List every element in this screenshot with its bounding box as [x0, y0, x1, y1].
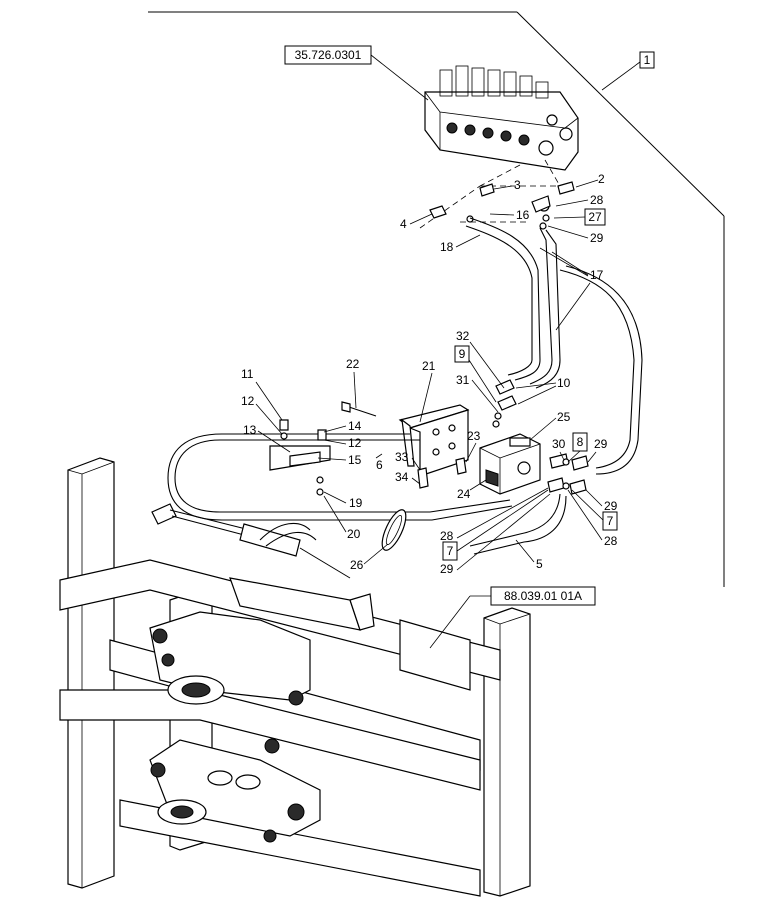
mast-frame: [59, 457, 531, 897]
dashed-routing: [419, 159, 565, 229]
callout-11: 11: [241, 367, 254, 381]
callout-32: 32: [456, 329, 470, 343]
callout-13: 13: [243, 423, 257, 437]
frame-reference-text: 88.039.01 01A: [504, 589, 582, 603]
frame-reference-label: 88.039.01 01A: [429, 586, 596, 649]
callout-10: 10: [557, 376, 571, 390]
callout-25: 25: [557, 410, 571, 424]
callout-34: 34: [395, 470, 409, 484]
svg-text:7: 7: [447, 544, 454, 558]
svg-text:7: 7: [607, 514, 614, 528]
callout-31: 31: [456, 373, 470, 387]
callout-28-top: 28: [590, 193, 604, 207]
control-valve: [424, 65, 579, 171]
callout-5: 5: [536, 557, 543, 571]
boxed-number-1: 1: [644, 53, 651, 67]
callout-12-a: 12: [241, 394, 255, 408]
callout-6: 6: [376, 458, 383, 472]
group-bracket: [148, 11, 725, 587]
callout-21: 21: [422, 359, 436, 373]
fittings-top: [429, 181, 575, 230]
callout-29-top: 29: [590, 231, 604, 245]
callout-24: 24: [457, 487, 471, 501]
valve-block-25: [479, 433, 541, 495]
callout-2: 2: [598, 172, 605, 186]
callout-3: 3: [514, 178, 521, 192]
bracket-21: [398, 404, 470, 477]
boxed-7-right: 7: [571, 489, 618, 531]
boxed-8: 8: [567, 432, 588, 463]
boxed-7-lower: 7: [442, 489, 549, 561]
callout-12-b: 12: [348, 436, 362, 450]
callout-33: 33: [395, 450, 409, 464]
callout-22: 22: [346, 357, 360, 371]
callout-29-b: 29: [594, 437, 608, 451]
valve-reference-label: 35.726.0301: [284, 45, 429, 101]
fittings-block: [417, 379, 589, 495]
callout-28-c: 28: [440, 529, 454, 543]
boxed-9: 9: [454, 345, 497, 403]
boxed-27: 27: [553, 208, 606, 226]
svg-text:8: 8: [577, 435, 584, 449]
callout-23: 23: [467, 429, 481, 443]
callouts: 2 3 4 16 18 28 29 17 32 31 10 25 22 21 1…: [241, 172, 618, 576]
callout-14: 14: [348, 419, 362, 433]
svg-text:9: 9: [459, 347, 466, 361]
valve-reference-text: 35.726.0301: [295, 48, 362, 62]
callout-16: 16: [516, 208, 530, 222]
group-item-1: 1: [639, 51, 655, 69]
callout-29-c: 29: [604, 499, 618, 513]
callout-19: 19: [349, 496, 363, 510]
callout-4: 4: [400, 217, 407, 231]
callout-17: 17: [590, 268, 604, 282]
cylinder: [151, 503, 351, 579]
callout-18: 18: [440, 240, 454, 254]
callout-30: 30: [552, 437, 566, 451]
callout-28-b: 28: [604, 534, 618, 548]
svg-text:27: 27: [588, 210, 602, 224]
hose-26: [381, 509, 407, 551]
clamps-11-15: [269, 401, 377, 496]
callout-20: 20: [347, 527, 361, 541]
callout-26: 26: [350, 558, 364, 572]
callout-15: 15: [348, 453, 362, 467]
hoses-upper: [465, 217, 643, 475]
callout-29-d: 29: [440, 562, 454, 576]
